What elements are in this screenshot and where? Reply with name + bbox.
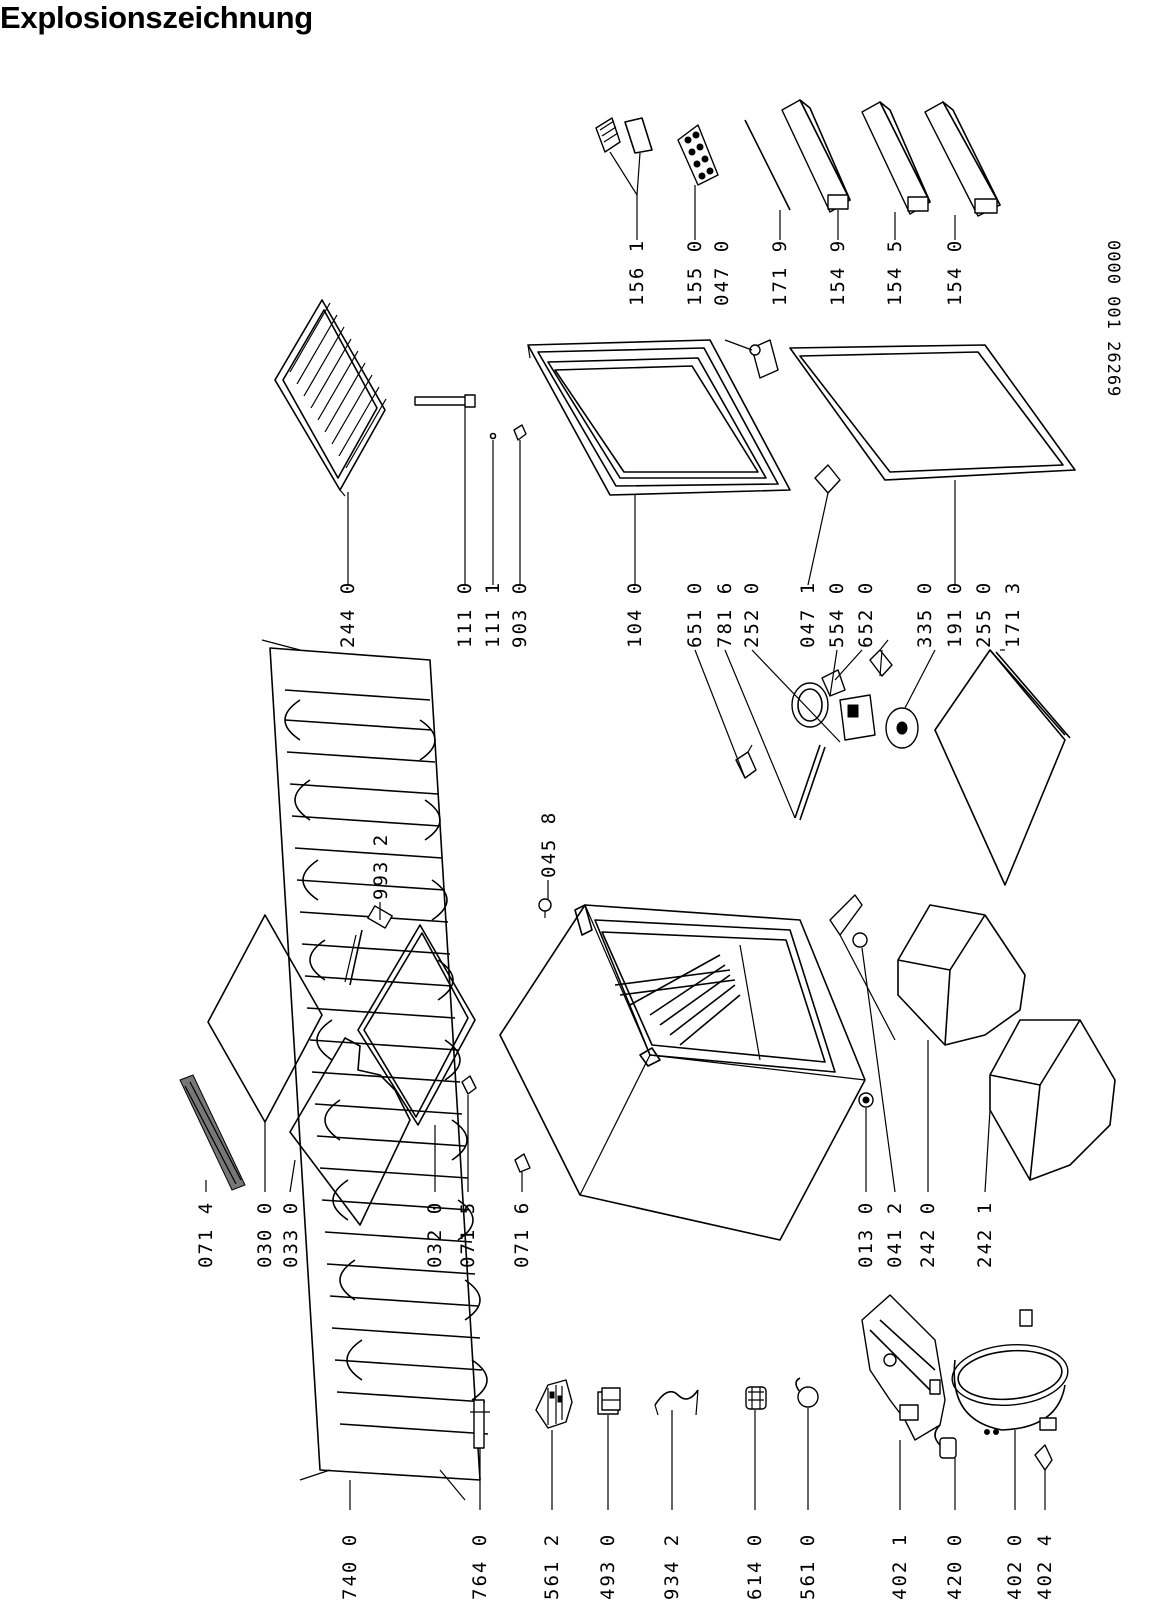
screw-dots-graphic bbox=[984, 1429, 999, 1435]
hinge-cover-graphic bbox=[461, 1075, 477, 1095]
part-label-171-9: 171 9 bbox=[769, 239, 791, 306]
thermostat-probe-graphic bbox=[344, 905, 393, 986]
lower-hinge-graphic bbox=[829, 894, 868, 948]
part-label-335-0: 335 0 bbox=[914, 581, 936, 648]
part-label-255-0: 255 0 bbox=[973, 581, 995, 648]
part-label-554-0: 554 0 bbox=[826, 581, 848, 648]
tube-graphic bbox=[470, 1399, 490, 1449]
part-label-154-9: 154 9 bbox=[827, 239, 849, 306]
top-frame-graphic bbox=[357, 924, 476, 1126]
cabinet-graphic bbox=[499, 904, 866, 1241]
part-label-402-0: 402 0 bbox=[1004, 1533, 1026, 1600]
clamp-graphic bbox=[1034, 1444, 1053, 1471]
part-label-561-0: 561 0 bbox=[797, 1533, 819, 1600]
freezer-flap-graphic bbox=[414, 394, 476, 408]
part-label-041-2: 041 2 bbox=[884, 1201, 906, 1268]
bottom-cover-graphic bbox=[514, 1153, 531, 1173]
wire-shelf-graphic bbox=[274, 299, 387, 497]
part-label-420-0: 420 0 bbox=[944, 1533, 966, 1600]
part-label-781-6: 781 6 bbox=[714, 581, 736, 648]
screw-graphic bbox=[513, 424, 527, 441]
door-gasket-graphic bbox=[789, 344, 1076, 481]
door-stop-screw-graphic bbox=[538, 898, 552, 918]
part-label-071-4: 071 4 bbox=[195, 1201, 217, 1268]
part-label-013-0: 013 0 bbox=[855, 1201, 877, 1268]
part-label-154-5: 154 5 bbox=[884, 239, 906, 306]
document-number: 0000 001 26269 bbox=[1103, 240, 1123, 397]
cable-graphic bbox=[654, 1389, 699, 1416]
thermostat-housing-graphic bbox=[791, 669, 876, 741]
part-label-242-0: 242 0 bbox=[917, 1201, 939, 1268]
part-label-156-1: 156 1 bbox=[626, 239, 648, 306]
part-label-171-3: 171 3 bbox=[1002, 581, 1024, 648]
thermostat-knob-graphic bbox=[885, 707, 919, 749]
part-label-402-4: 402 4 bbox=[1034, 1533, 1056, 1600]
part-label-651-0: 651 0 bbox=[684, 581, 706, 648]
part-label-244-0: 244 0 bbox=[337, 581, 359, 648]
grille-strip-graphic bbox=[179, 1074, 246, 1191]
adjustable-foot-graphic bbox=[858, 1092, 874, 1108]
probe-rod-graphic bbox=[794, 744, 826, 821]
part-label-191-0: 191 0 bbox=[944, 581, 966, 648]
part-label-033-0: 033 0 bbox=[280, 1201, 302, 1268]
part-label-032-0: 032 0 bbox=[424, 1201, 446, 1268]
part-labels: 740 0 764 0 561 2 493 0 934 2 614 0 561 … bbox=[195, 239, 1056, 1600]
part-label-154-0: 154 0 bbox=[944, 239, 966, 306]
part-label-652-0: 652 0 bbox=[855, 581, 877, 648]
lamp-graphic bbox=[735, 744, 757, 779]
relay-graphic bbox=[535, 1379, 573, 1429]
crisper-drawer-2-graphic bbox=[989, 1019, 1116, 1181]
door-rack-3-graphic bbox=[924, 101, 1001, 217]
connector-graphic bbox=[745, 1386, 767, 1410]
compressor-base-graphic bbox=[861, 1294, 946, 1441]
part-label-047-1: 047 1 bbox=[797, 581, 819, 648]
part-label-614-0: 614 0 bbox=[744, 1533, 766, 1600]
start-relay-graphic bbox=[934, 1424, 957, 1459]
part-label-071-6: 071 6 bbox=[511, 1201, 533, 1268]
part-label-071-5: 071 5 bbox=[457, 1201, 479, 1268]
part-label-030-0: 030 0 bbox=[254, 1201, 276, 1268]
part-label-561-2: 561 2 bbox=[541, 1533, 563, 1600]
part-label-993-2: 993 2 bbox=[370, 833, 392, 900]
part-label-242-1: 242 1 bbox=[974, 1201, 996, 1268]
part-label-155-0: 155 0 bbox=[684, 239, 706, 306]
part-label-903-0: 903 0 bbox=[509, 581, 531, 648]
part-label-111-1: 111 1 bbox=[482, 581, 504, 648]
leader-lines bbox=[205, 185, 1046, 1510]
glass-shelf-graphic bbox=[934, 649, 1071, 886]
part-label-047-0: 047 0 bbox=[711, 239, 733, 306]
upper-hinge-graphic bbox=[749, 339, 779, 379]
part-label-402-1: 402 1 bbox=[889, 1533, 911, 1600]
condenser-coil-graphic bbox=[261, 639, 489, 1501]
part-label-934-2: 934 2 bbox=[661, 1533, 683, 1600]
small-pin-graphic bbox=[489, 432, 497, 440]
part-label-104-0: 104 0 bbox=[624, 581, 646, 648]
part-label-764-0: 764 0 bbox=[469, 1533, 491, 1600]
egg-tray-graphic bbox=[677, 124, 719, 186]
compressor-graphic bbox=[951, 1309, 1069, 1431]
clip-box-graphic bbox=[597, 1387, 621, 1415]
part-label-740-0: 740 0 bbox=[339, 1533, 361, 1600]
door-rack-2-graphic bbox=[861, 101, 931, 215]
top-plate-graphic bbox=[207, 914, 323, 1123]
door-graphic bbox=[527, 339, 791, 496]
crisper-drawer-graphic bbox=[897, 904, 1026, 1046]
ice-tray-graphic bbox=[595, 117, 653, 196]
insulation-plate-graphic bbox=[289, 1037, 411, 1226]
hinge-pin-graphic bbox=[814, 464, 841, 494]
door-rack-1-graphic bbox=[781, 99, 851, 213]
part-label-111-0: 111 0 bbox=[454, 581, 476, 648]
page-title: Explosionszeichnung bbox=[0, 0, 313, 35]
part-label-252-0: 252 0 bbox=[741, 581, 763, 648]
part-label-493-0: 493 0 bbox=[597, 1533, 619, 1600]
switch-graphic bbox=[795, 1377, 819, 1408]
bottle-rod-graphic bbox=[744, 119, 791, 211]
part-label-045-8: 045 8 bbox=[538, 811, 560, 878]
